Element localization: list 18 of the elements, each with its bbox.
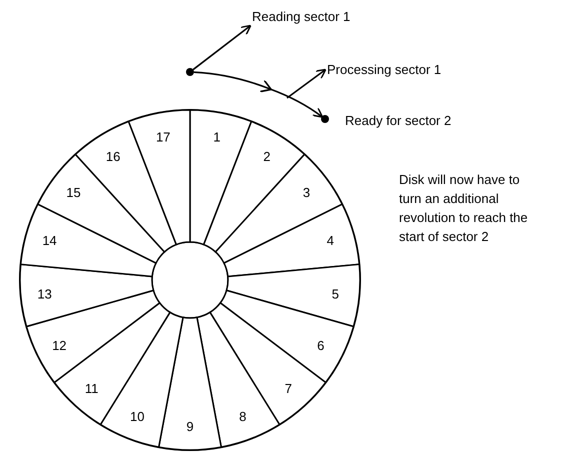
disk-sector: 9 (158, 316, 222, 451)
dot-marker (186, 68, 194, 76)
note-text: Disk will now have to turn an additional revolution to reach the start of sector 2 (399, 171, 529, 246)
arrow (192, 24, 252, 70)
arrow (286, 68, 326, 99)
disk-sector: 8 (196, 312, 280, 448)
annotation-text: Reading sector 1 (252, 9, 350, 25)
dot-marker (321, 115, 329, 123)
disk-sector: 17 (128, 109, 191, 246)
disk-sector: 5 (226, 264, 361, 328)
disk-sector: 4 (223, 203, 360, 278)
disk-sector: 1 (189, 109, 252, 246)
disk-sector: 10 (100, 312, 184, 448)
annotation-text: Ready for sector 2 (345, 113, 452, 129)
disk-sector: 14 (20, 203, 157, 278)
annotation-text: Processing sector 1 (327, 62, 442, 78)
arrow (194, 71, 323, 118)
disk-sector: 13 (19, 264, 154, 328)
